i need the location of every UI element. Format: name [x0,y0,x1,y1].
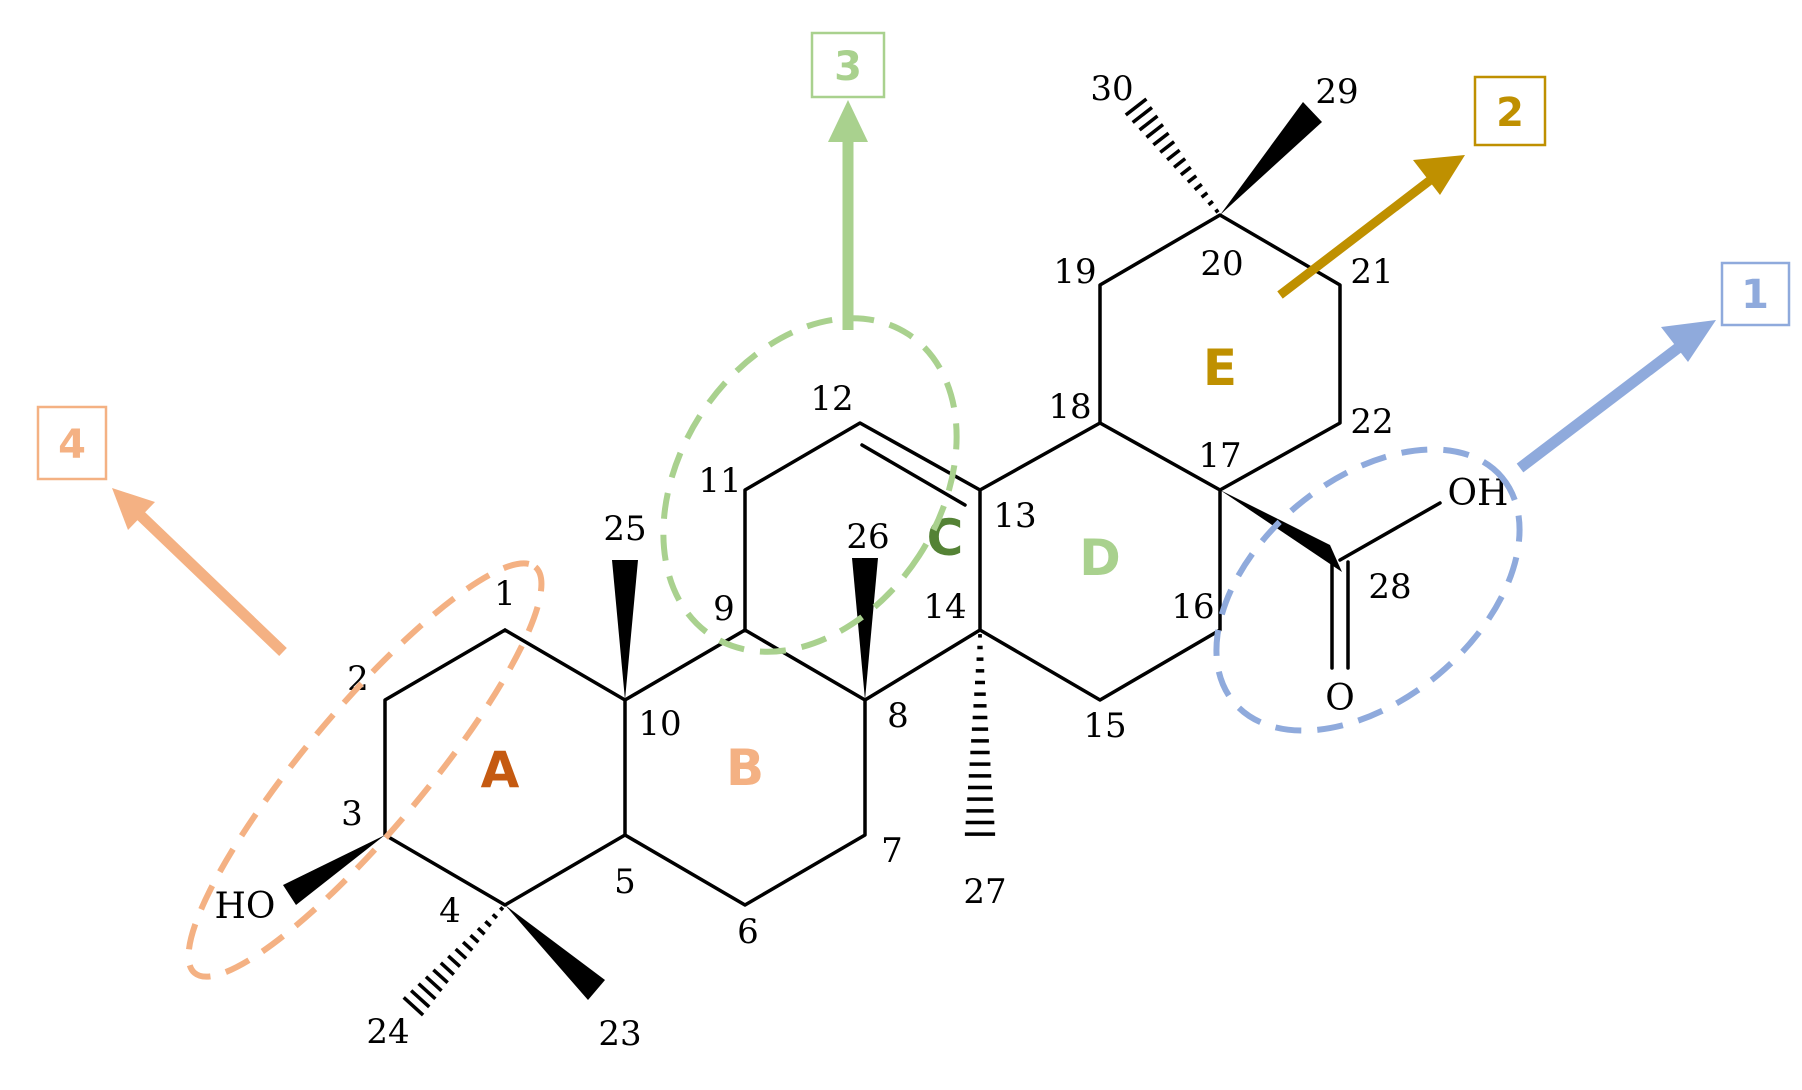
label-c10: 10 [638,704,681,744]
group-labels: HO OH O [215,473,1509,927]
label-c24: 24 [366,1012,409,1052]
label-c1: 1 [494,574,516,614]
site-1-ellipse [1213,446,1523,734]
site-2-arrowhead [1413,155,1465,195]
site-3-label: 3 [834,44,862,90]
wedge-ho [283,835,385,905]
label-c12: 12 [810,379,853,419]
site-4-arrow [136,511,287,656]
wedge-c25 [612,560,638,700]
label-c25: 25 [603,509,646,549]
label-c17: 17 [1198,436,1241,476]
label-c29: 29 [1315,72,1358,112]
site-1-arrowhead [1661,320,1716,362]
label-c11: 11 [698,461,741,501]
label-c5: 5 [614,862,636,902]
label-c9: 9 [713,589,735,629]
ring-labels: A B C D E [481,339,1237,799]
ring-label-d: D [1079,529,1121,587]
site-3-ellipse [660,315,960,655]
label-c8: 8 [887,696,909,736]
ring-label-e: E [1203,339,1237,397]
label-c13: 13 [993,496,1036,536]
hash-c27 [964,634,996,836]
label-c23: 23 [598,1014,641,1054]
label-c22: 22 [1350,402,1393,442]
label-c28: 28 [1368,567,1411,607]
ring-label-c: C [927,509,964,567]
hash-c30 [1124,97,1220,214]
site-3-box [810,31,886,99]
label-acid-oh: OH [1448,473,1509,514]
label-c4: 4 [439,891,461,931]
atom-number-labels: 1 2 3 4 5 6 7 8 9 10 11 12 13 14 15 16 1… [341,69,1411,1054]
ring-label-b: B [726,739,764,797]
site-2-label: 2 [1496,90,1524,136]
site-2-box [1473,75,1547,147]
hash-c24 [402,906,505,1017]
ring-label-a: A [481,741,520,799]
label-c6: 6 [737,912,759,952]
site-4-arrowhead [112,488,155,530]
site-1-label: 1 [1741,272,1769,318]
skeleton-bonds [383,213,1442,907]
site-3-highlight: 3 [660,31,960,655]
site-4-ellipse [185,560,545,980]
label-hydroxyl: HO [215,886,276,927]
wedge-c26 [852,558,878,700]
site-4-box [36,405,108,481]
hash-bonds [402,97,1220,1017]
label-c21: 21 [1350,252,1393,292]
label-c19: 19 [1053,252,1096,292]
label-carbonyl-o: O [1325,678,1355,719]
label-c30: 30 [1090,69,1133,109]
label-c20: 20 [1200,244,1243,284]
label-c15: 15 [1083,706,1126,746]
site-4-label: 4 [58,422,86,468]
label-c27: 27 [963,872,1006,912]
wedge-c29 [1220,102,1322,215]
label-c16: 16 [1171,587,1214,627]
wedge-bonds [283,102,1342,1000]
label-c18: 18 [1048,387,1091,427]
wedge-c28 [1220,490,1342,572]
wedge-c23 [505,905,605,1000]
site-1-arrow [1516,340,1686,473]
site-1-box [1720,261,1791,327]
label-c14: 14 [923,587,966,627]
site-4-highlight: 4 [36,405,545,980]
site-2-highlight: 2 [1277,75,1547,299]
site-3-arrowhead [828,100,868,142]
label-c3: 3 [341,794,363,834]
label-c26: 26 [846,517,889,557]
site-1-highlight: 1 [1213,261,1791,734]
site-2-arrow [1277,174,1436,299]
label-c7: 7 [881,831,903,871]
